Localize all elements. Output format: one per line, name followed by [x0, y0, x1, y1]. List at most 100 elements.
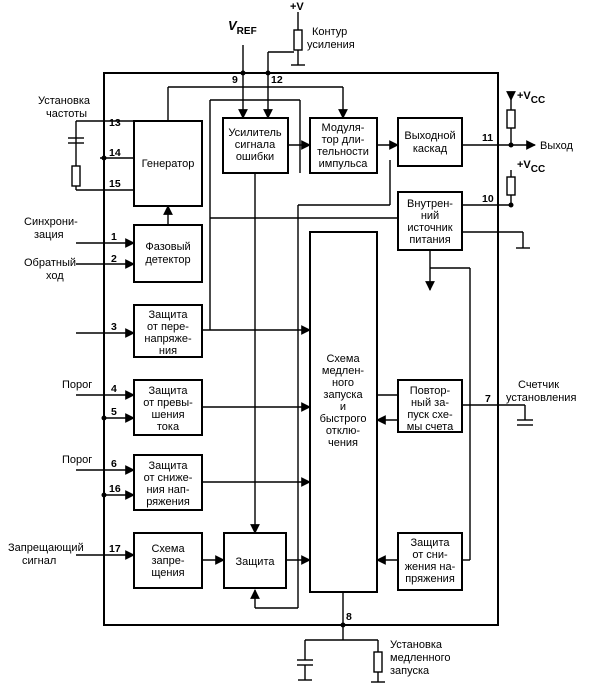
pwm-label: Модуля- тор дли- тельности импульса: [317, 122, 369, 170]
pin-10: 10: [482, 193, 494, 205]
soft-text-7: чения: [328, 437, 358, 449]
inhibit-block: [133, 532, 203, 589]
inhibit-1: сигнал: [22, 555, 56, 567]
oc-protection-block: [133, 379, 203, 436]
ic-outline: [103, 72, 499, 626]
soft-text-6: отклю-: [326, 425, 361, 437]
error-amp-label: Усилитель сигнала ошибки: [228, 127, 282, 163]
vcc-mid-main: +V: [517, 159, 531, 171]
wiring: [68, 12, 536, 683]
uv-text-0: Защита: [149, 460, 189, 472]
uv2-text-1: от сни-: [412, 549, 448, 561]
soft-start-label: Схема медлен- ного запуска и быстрого от…: [320, 353, 367, 449]
vcc-top-label: +VCC: [517, 90, 545, 106]
pin-11: 11: [482, 132, 493, 144]
pin-3: 3: [111, 321, 117, 333]
soft-text-3: запуска: [323, 389, 363, 401]
gain-contour-1: усиления: [307, 39, 355, 51]
restart-label: Повтор- ный за- пуск схе- мы счета: [407, 385, 454, 433]
uv-text-2: ния нап-: [146, 484, 189, 496]
generator-label: Генератор: [142, 158, 195, 170]
protection-block: [223, 532, 287, 589]
vcc-mid-label: +VCC: [517, 159, 545, 175]
restart-text-3: мы счета: [407, 421, 454, 433]
pin-8: 8: [346, 611, 352, 623]
soft-text-5: быстрого: [320, 413, 367, 425]
pwm-text-3: импульса: [319, 158, 369, 170]
inhibit-label: Схема запре- щения: [151, 543, 185, 579]
ov-protection-label: Защита от пере- напряже- ния: [144, 309, 192, 357]
sync-1: зация: [34, 229, 64, 241]
vcc-top-main: +V: [517, 90, 531, 102]
uv-text-3: ряжения: [146, 496, 190, 508]
phase-detector-label: Фазовый детектор: [145, 241, 190, 266]
phase-det-text-1: детектор: [145, 254, 190, 266]
inhibit-text-2: щения: [151, 567, 184, 579]
vcc-mid-sub: CC: [531, 164, 545, 175]
protection-label: Защита: [236, 556, 276, 568]
oc-text-1: от превы-: [143, 397, 193, 409]
protection-text-0: Защита: [236, 556, 276, 568]
pwm-text-0: Модуля-: [322, 122, 365, 134]
phase-det-text-0: Фазовый: [145, 241, 190, 253]
pin-15: 15: [109, 178, 121, 190]
int-supply-text-2: источник: [407, 222, 452, 234]
restart-text-1: ный за-: [411, 397, 449, 409]
pin-9: 9: [232, 74, 238, 86]
pin-2: 2: [111, 253, 117, 265]
gain-contour-0: Контур: [312, 26, 347, 38]
generator-text-0: Генератор: [142, 158, 195, 170]
uv2-text-0: Защита: [411, 537, 451, 549]
reverse-1: ход: [46, 270, 64, 282]
oc-text-0: Защита: [149, 385, 189, 397]
threshold-2: Порог: [62, 454, 92, 466]
output-stage-label: Выходной каскад: [404, 130, 455, 155]
vcc-top-sub: CC: [531, 95, 545, 106]
sync-0: Синхрони-: [24, 216, 78, 228]
internal-supply-label: Внутрен- ний источник питания: [407, 198, 453, 246]
vplus-label: +V: [290, 1, 304, 13]
pin-6: 6: [111, 458, 117, 470]
oc-protection-label: Защита от превы- шения тока: [143, 385, 193, 433]
restart-block: [397, 379, 463, 433]
soft-text-2: ного: [332, 377, 354, 389]
uv2-text-2: жения на-: [405, 561, 456, 573]
pin-numbers: 13 14 15 1 2 3 4 5 6 16 17 9 12 11 10 7 …: [109, 74, 494, 623]
out-stage-text-0: Выходной: [404, 130, 455, 142]
output-label: Выход: [540, 140, 573, 152]
soft-text-0: Схема: [326, 353, 360, 365]
error-amp-text-2: ошибки: [236, 151, 274, 163]
pin-17: 17: [109, 543, 121, 555]
vref-sub: REF: [237, 26, 257, 37]
out-stage-text-1: каскад: [413, 143, 448, 155]
soft-start-block: [309, 231, 378, 593]
pin-4: 4: [111, 383, 117, 395]
pin-16: 16: [109, 483, 121, 495]
ov-text-1: от пере-: [147, 321, 189, 333]
pin-13: 13: [109, 117, 121, 129]
error-amp-text-1: сигнала: [235, 139, 276, 151]
pin-1: 1: [111, 231, 117, 243]
uv2-text-3: пряжения: [405, 573, 455, 585]
int-supply-text-0: Внутрен-: [407, 198, 453, 210]
ov-text-3: ния: [159, 345, 177, 357]
reverse-0: Обратный: [24, 257, 76, 269]
vref-label: VREF: [228, 18, 257, 37]
restart-text-0: Повтор-: [410, 385, 451, 397]
oc-text-2: шения: [151, 409, 184, 421]
counter-1: установления: [506, 392, 576, 404]
slow-start-2: запуска: [390, 665, 430, 677]
soft-text-1: медлен-: [322, 365, 364, 377]
ov-text-2: напряже-: [144, 333, 192, 345]
inhibit-text-1: запре-: [151, 555, 184, 567]
restart-text-2: пуск схе-: [407, 409, 453, 421]
error-amp-text-0: Усилитель: [228, 127, 282, 139]
soft-text-4: и: [340, 401, 346, 413]
pin-12: 12: [271, 74, 283, 86]
pin-7: 7: [485, 393, 491, 405]
int-supply-text-1: ний: [421, 210, 439, 222]
uv-protection2-block: [397, 532, 463, 591]
slow-start-1: медленного: [390, 652, 451, 664]
external-labels: VREF +V Контур усиления Установка частот…: [8, 1, 576, 677]
